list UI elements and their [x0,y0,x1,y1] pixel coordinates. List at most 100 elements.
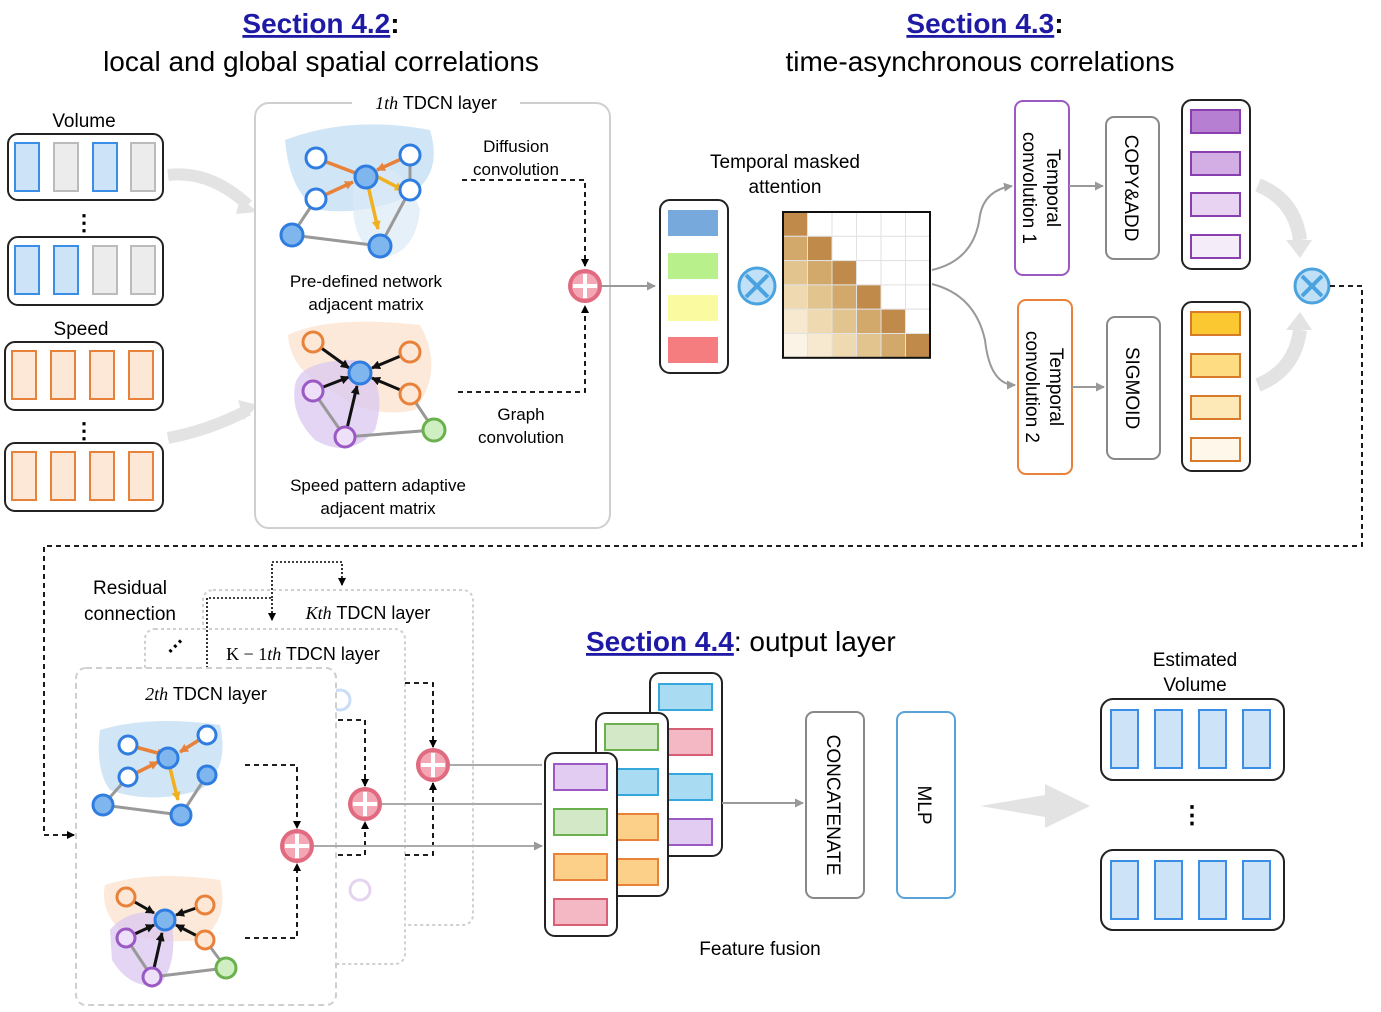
attention-cell [905,308,931,335]
speed-label: Speed [54,319,109,340]
concatenate-label: CONCATENATE [822,735,843,876]
attention-cell [807,284,833,310]
layer-k-1-graph-connector [338,821,369,856]
temporal-conv-2-label-1: Temporal [1045,348,1066,426]
attention-cell [905,235,931,262]
residual-label-2: connection [84,604,176,625]
estimated-label-1: Estimated [1153,650,1237,671]
residual-connector-1 [206,597,276,680]
attention-cell [905,284,931,310]
attention-cell [807,260,833,286]
speed-block-top [4,341,164,411]
attention-matrix-border [782,211,931,359]
attention-cell [856,260,882,286]
attention-cell [905,333,931,359]
layer-2-adaptive-graph [104,876,238,988]
speed-block-bottom [4,442,164,512]
estimated-label-2: Volume [1163,675,1226,696]
volume-ellipsis: ⋮ [73,210,95,235]
attention-cell [782,211,808,237]
sum-node-layer-2 [280,829,314,863]
attention-matrix [782,211,931,359]
mlp-label: MLP [913,785,934,824]
section-4-3-title: Section 4.3: [906,8,1063,39]
layer-2-predefined-graph [91,721,223,827]
feature-fusion-label: Feature fusion [699,939,820,960]
section-4-3-link[interactable]: Section 4.3 [906,8,1054,39]
predefined-graph [279,124,434,259]
section-4-4-link[interactable]: Section 4.4 [586,626,734,657]
attention-cell [856,211,882,237]
copy-add-output-stack [1181,99,1251,270]
flow-arrow-output [980,784,1090,828]
sum-node-layer-k [416,748,450,782]
temporal-conv-2-label-2: convolution 2 [1021,331,1042,443]
sum-node-layer-k-1 [348,787,382,821]
section-4-2-title: Section 4.2: [242,8,399,39]
flow-arrow-lower-gate [1255,328,1307,392]
attention-cell [856,333,882,359]
attention-cell [782,235,808,262]
section-4-4-title: Section 4.4: output layer [586,626,896,657]
tdcn-layer-k-1-title: K − 1th TDCN layer [226,644,380,664]
attention-cell [880,308,906,335]
concatenate-box [805,711,865,899]
attention-cell [831,211,857,237]
attention-cell [782,284,808,310]
attention-cell [856,235,882,262]
sigmoid-box [1106,316,1161,460]
attention-cell [831,260,857,286]
tdcn-layer-1-title: 1th TDCN layer [375,93,497,113]
estimated-volume-block-bottom [1100,849,1285,931]
speed-ellipsis: ⋮ [73,418,95,443]
residual-connector-2 [271,561,346,598]
multiply-node-gate [1293,267,1331,305]
gate-to-next-layer-connector [43,285,1363,839]
attention-cell [831,308,857,335]
adaptive-label-2: adjacent matrix [320,499,436,518]
flow-arrow-volume [167,168,253,210]
attention-cell [831,333,857,359]
estimated-volume-block-top [1100,698,1285,781]
section-4-2-subtitle: local and global spatial correlations [103,46,539,77]
residual-label-1: Residual [93,578,167,599]
layer-k-diffusion-connector [405,682,437,748]
tdcn-layer-k-title: Kth TDCN layer [305,603,431,623]
volume-block-bottom [7,236,164,306]
section-4-2-link[interactable]: Section 4.2 [242,8,390,39]
attention-cell [831,235,857,262]
layer-k-1-diffusion-connector [338,719,369,787]
diffusion-label-1: Diffusion [483,137,549,156]
attention-cell [880,260,906,286]
graph-conv-label-2: convolution [478,428,564,447]
attention-cell [807,211,833,237]
branch-to-conv1 [931,182,1013,271]
flow-arrow-speed [166,404,251,444]
attention-cell [856,308,882,335]
temporal-conv-1-label-2: convolution 1 [1018,132,1039,244]
predefined-label-2: adjacent matrix [308,295,424,314]
attention-cell [782,333,808,359]
sigmoid-output-stack [1181,301,1251,472]
predefined-label-1: Pre-defined network [290,272,443,291]
diffusion-connector [462,179,589,267]
sigmoid-label: SIGMOID [1121,347,1142,429]
section-4-3-subtitle: time-asynchronous correlations [785,46,1174,77]
attention-cell [807,308,833,335]
temporal-conv-1-label-1: Temporal [1042,149,1063,227]
branch-to-conv2 [931,283,1016,390]
sum-node-layer-1 [568,269,602,303]
diffusion-label-2: convolution [473,160,559,179]
attention-cell [880,284,906,310]
tdcn-layer-2-title: 2th TDCN layer [145,684,267,704]
temporal-feature-stack [659,199,729,374]
attention-cell [880,333,906,359]
adaptive-graph [288,321,447,449]
masked-attention-label-1: Temporal masked [710,152,860,173]
layer-k-graph-connector [405,782,437,856]
volume-block-top [7,133,164,201]
adaptive-label-1: Speed pattern adaptive [290,476,466,495]
layer-2-diffusion-connector [245,764,301,829]
